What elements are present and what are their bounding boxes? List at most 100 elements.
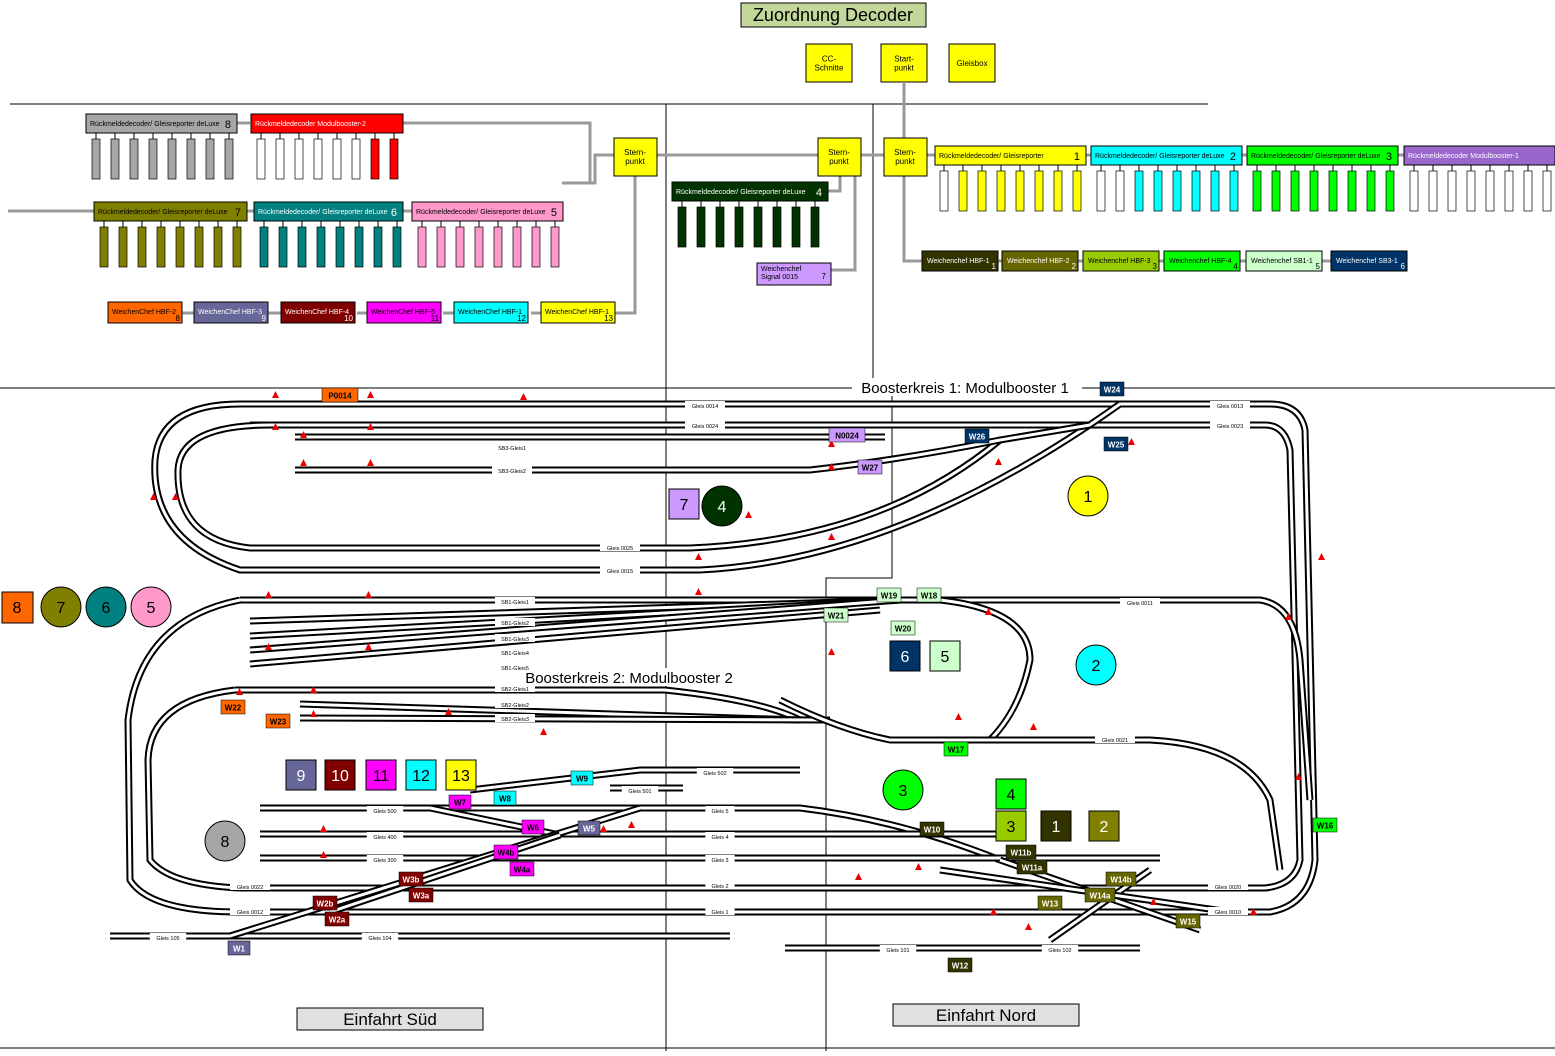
turnout-7: W18 [916, 587, 942, 603]
track-label-17: Gleis 0021 [1095, 735, 1135, 744]
decoder-port-1-4 [332, 138, 342, 180]
turnout-6: W19 [876, 587, 902, 603]
track-label-text-11: SB1-Gleis4 [501, 651, 529, 657]
track-inner-13 [146, 688, 241, 890]
legend-label-1: 7 [57, 600, 66, 617]
weichenchef-right-5: Weichenchef SB3-16 [1330, 250, 1408, 272]
track-label-text-1: Gleis 0024 [692, 424, 718, 430]
module-marker-1: 4 [701, 485, 743, 527]
decoder-port-4-1 [436, 226, 446, 268]
signal-marker-7 [367, 459, 374, 466]
signal-marker-25 [600, 825, 607, 832]
track-label-1: Gleis 0024 [685, 421, 725, 430]
turnout-18: W4b [493, 844, 519, 860]
signal-marker-37 [985, 608, 992, 615]
decoder-port-0-1 [110, 138, 120, 180]
decoder-port-0-2 [129, 138, 139, 180]
track-label-text-7: Gleis 0023 [1217, 424, 1243, 430]
decoder-module-label-3: Rückmeldedecoder/ Gleisreporter deLuxe [258, 209, 388, 216]
turnout-label-29: W14a [1090, 892, 1111, 901]
track-label-text-33: Gleis 0012 [237, 910, 263, 916]
module-marker-label-2: 1 [1084, 489, 1093, 506]
decoder-module-1: Rückmeldedecoder Modulbooster-2 [250, 113, 404, 180]
track-label-26: Gleis 2 [705, 881, 735, 890]
signal-marker-5 [300, 431, 307, 438]
signal-marker-43 [695, 553, 702, 560]
turnout-30: W13 [1037, 895, 1063, 911]
legend-label-2: 6 [102, 600, 111, 617]
track-inner-7 [126, 598, 241, 914]
track-label-10: SB1-Gleis3 [495, 634, 535, 643]
track-label-24: Gleis 300 [366, 855, 404, 864]
decoder-module-num-2: 7 [235, 207, 241, 219]
module-marker-13: 3 [995, 810, 1027, 842]
module-marker-label-9: 12 [412, 768, 430, 785]
track-label-text-19: Gleis 501 [628, 789, 651, 795]
weichenchef-left-label-0: WeichenChef HBF-2 [112, 309, 176, 316]
module-marker-label-13: 3 [1007, 819, 1016, 836]
turnout-label-18: W4b [498, 849, 515, 858]
decoder-port-9-3 [1466, 170, 1476, 212]
decoder-port-9-5 [1504, 170, 1514, 212]
track-label-text-31: Gleis 102 [1048, 948, 1071, 954]
track-label-11: SB1-Gleis4 [495, 648, 535, 657]
track-label-35: Gleis 0010 [1208, 907, 1248, 916]
module-marker-12: 4 [995, 778, 1027, 810]
decoder-port-0-4 [167, 138, 177, 180]
module-marker-10: 13 [445, 759, 477, 791]
decoder-port-0-7 [224, 138, 234, 180]
weichenchef-right-0: Weichenchef HBF-11 [921, 250, 999, 272]
turnout-label-11: W22 [225, 704, 242, 713]
turnout-27: W11a [1016, 859, 1048, 875]
weichenchef-left-label-5: WeichenChef HBF-1 [545, 309, 609, 316]
track-label-text-28: Gleis 105 [156, 936, 179, 942]
sternpunkt-2: Stern-punkt [883, 137, 928, 177]
weichenchef-left-1: WeichenChef HBF-39 [193, 301, 269, 324]
decoder-port-1-2 [294, 138, 304, 180]
turnout-21: W3a [408, 887, 434, 903]
turnout-label-1: W25 [1108, 441, 1125, 450]
track-inner-27 [329, 833, 561, 914]
decoder-port-3-1 [278, 226, 288, 268]
signal-marker-18 [236, 688, 243, 695]
track-label-text-27: Gleis 1 [711, 910, 728, 916]
module-marker-label-4: 5 [941, 649, 950, 666]
decoder-port-8-4 [1328, 170, 1338, 212]
weichenchef-left-num-1: 9 [262, 314, 267, 323]
track-label-text-2: SB3-Gleis1 [498, 446, 526, 452]
bus-wires [8, 82, 1404, 315]
track-label-9: SB1-Gleis2 [495, 618, 535, 627]
track-label-text-18: Gleis 502 [703, 771, 726, 777]
track-label-14: SB2-Gleis2 [495, 700, 535, 709]
turnout-label-20: W3b [403, 876, 420, 885]
track-inner-12 [235, 688, 801, 722]
turnout-label-27: W11a [1022, 864, 1043, 873]
module-marker-7: 10 [324, 759, 356, 791]
module-marker-label-11: 3 [899, 783, 908, 800]
module-marker-11: 3 [882, 769, 924, 811]
track-label-2: SB3-Gleis1 [492, 443, 532, 452]
turnout-9: W20 [890, 620, 916, 636]
track-label-25: Gleis 3 [705, 855, 735, 864]
track-inner-6 [240, 598, 1312, 801]
legend-item-1: 7 [40, 586, 82, 628]
decoder-port-0-5 [186, 138, 196, 180]
turnout-25: W10 [919, 821, 945, 837]
decoder-port-1-1 [275, 138, 285, 180]
decoder-port-2-1 [118, 226, 128, 268]
turnout-32: W12 [947, 957, 973, 973]
track-label-28: Gleis 105 [149, 933, 187, 942]
decoder-module-num-5: 4 [816, 187, 822, 199]
decoder-port-7-4 [1172, 170, 1182, 212]
signal-marker-34 [1318, 553, 1325, 560]
booster1-label: Boosterkreis 1: Modulbooster 1 [861, 380, 1069, 397]
signal-marker-4 [367, 423, 374, 430]
turnout-label-10: W17 [948, 746, 965, 755]
track-label-8: SB1-Gleis1 [495, 597, 535, 606]
decoder-port-3-5 [354, 226, 364, 268]
